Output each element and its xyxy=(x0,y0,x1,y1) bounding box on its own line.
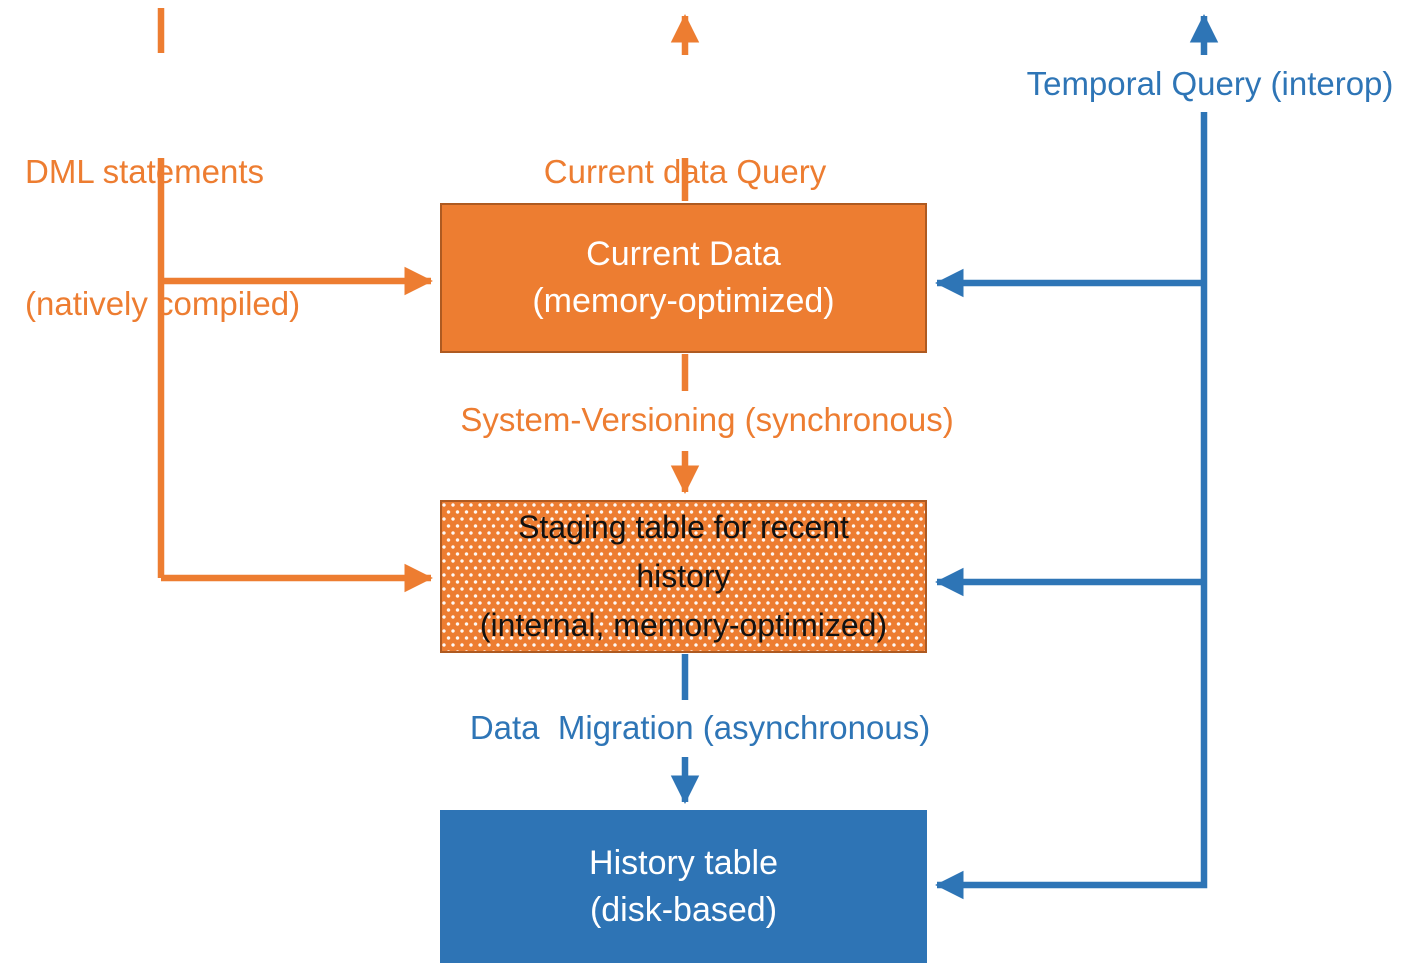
label-data-migration: Data Migration (asynchronous) xyxy=(469,709,931,746)
node-history-table: History table (disk-based) xyxy=(440,810,927,963)
temporal-main-line-to-history-arrow xyxy=(935,112,1208,900)
node-title: History table xyxy=(589,843,778,882)
label-line: (natively compiled) xyxy=(25,285,301,322)
node-current-data: Current Data (memory-optimized) xyxy=(440,203,927,353)
label-temporal-query: Temporal Query (interop) xyxy=(1026,65,1394,102)
node-title-line: history xyxy=(636,558,731,594)
node-subtitle: (disk-based) xyxy=(589,890,778,929)
node-staging-table: Staging table for recent history (intern… xyxy=(440,500,927,653)
node-subtitle: (memory-optimized) xyxy=(532,282,835,320)
label-line: DML statements xyxy=(25,153,265,190)
label-system-versioning: System-Versioning (synchronous) xyxy=(460,401,954,438)
node-subtitle: (internal, memory-optimized) xyxy=(479,607,888,643)
label-line: Current data Query xyxy=(543,153,827,190)
node-title: Current Data xyxy=(586,235,781,273)
label-dml-statements: DML statements (natively compiled) xyxy=(25,62,355,414)
node-title-line: Staging table for recent xyxy=(518,509,849,545)
